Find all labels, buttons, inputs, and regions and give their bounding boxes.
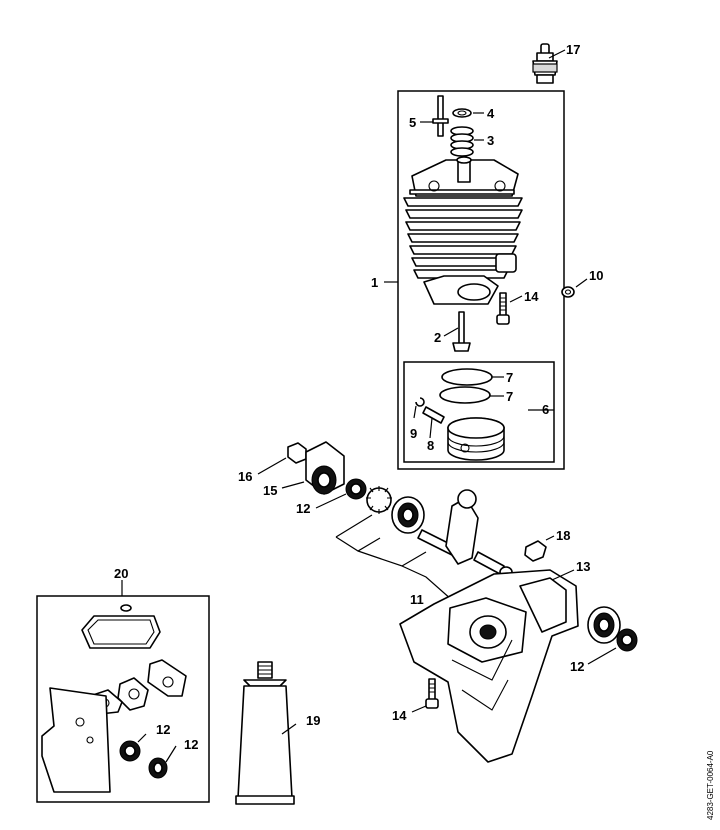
callout-12-kit-a: 12 <box>156 722 170 737</box>
spring[interactable] <box>450 126 474 157</box>
crankcase[interactable] <box>399 569 579 763</box>
callout-15: 15 <box>263 483 277 498</box>
callout-14-upper: 14 <box>524 289 539 304</box>
screw[interactable] <box>496 292 510 325</box>
crankshaft[interactable] <box>417 489 513 578</box>
cylinder[interactable] <box>403 156 523 305</box>
spark-plug[interactable] <box>532 43 558 84</box>
decompression-valve[interactable] <box>452 311 471 352</box>
callout-18: 18 <box>556 528 570 543</box>
callout-17: 17 <box>566 42 580 57</box>
callout-20: 20 <box>114 566 128 581</box>
callout-16: 16 <box>238 469 252 484</box>
gasket-set[interactable] <box>41 604 187 793</box>
callout-11: 11 <box>410 592 424 607</box>
oil-seal-right[interactable] <box>616 628 638 652</box>
callout-14-lower: 14 <box>392 708 407 723</box>
callout-12-right: 12 <box>570 659 584 674</box>
piston[interactable] <box>447 417 505 461</box>
callout-10: 10 <box>589 268 603 283</box>
callout-12-crank: 12 <box>296 501 310 516</box>
callout-9: 9 <box>410 426 417 441</box>
piston-pin[interactable] <box>422 406 445 424</box>
nut[interactable] <box>287 442 307 464</box>
oil-seal-kit-b[interactable] <box>148 757 168 779</box>
callout-19: 19 <box>306 713 320 728</box>
piston-ring-upper[interactable] <box>441 368 493 386</box>
grease-tube[interactable] <box>235 661 295 805</box>
callout-2: 2 <box>434 330 441 345</box>
callout-7-lower: 7 <box>506 389 513 404</box>
callout-6: 6 <box>542 402 549 417</box>
stud[interactable] <box>432 95 449 137</box>
callout-5: 5 <box>409 115 416 130</box>
callout-12-kit-b: 12 <box>184 737 198 752</box>
ball-bearing[interactable] <box>391 496 425 534</box>
gasket-set-frame <box>36 595 210 803</box>
cylinder-assembly-frame <box>397 90 565 470</box>
callout-7-upper: 7 <box>506 370 513 385</box>
ball-bearing-right[interactable] <box>587 606 621 644</box>
flywheel[interactable] <box>305 441 345 495</box>
callout-13: 13 <box>576 559 590 574</box>
gear[interactable] <box>366 486 392 514</box>
screw-lower[interactable] <box>425 678 439 709</box>
piston-ring-lower[interactable] <box>439 386 491 404</box>
callout-4: 4 <box>487 106 495 121</box>
callout-3: 3 <box>487 133 494 148</box>
callout-8: 8 <box>427 438 434 453</box>
clip[interactable] <box>524 540 547 562</box>
callout-1: 1 <box>371 275 378 290</box>
oil-seal[interactable] <box>345 478 367 500</box>
drawing-code: 4283-GET-0064-A0 <box>706 750 715 820</box>
piston-kit-frame <box>403 361 555 463</box>
washer-10[interactable] <box>561 286 575 298</box>
circlip[interactable] <box>415 397 425 407</box>
washer[interactable] <box>452 108 472 118</box>
oil-seal-kit-a[interactable] <box>119 740 141 762</box>
